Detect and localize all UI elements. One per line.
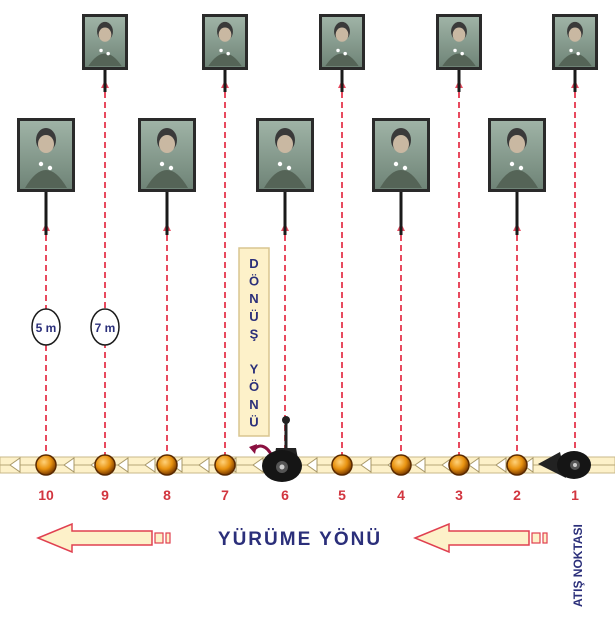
walking-direction-label: YÜRÜME YÖNÜ — [218, 529, 382, 550]
station-marker — [156, 454, 178, 476]
turn-direction-letter: Ö — [249, 379, 259, 394]
station-marker — [94, 454, 116, 476]
station-marker — [331, 454, 353, 476]
turn-direction-letter: D — [249, 256, 258, 271]
station-marker — [35, 454, 57, 476]
turn-direction-letter: Ş — [250, 326, 259, 341]
track-chevron — [198, 457, 210, 473]
station-marker — [506, 454, 528, 476]
target-photo-icon — [436, 14, 482, 70]
distance-oval — [31, 308, 61, 346]
turn-direction-letter: N — [249, 397, 258, 412]
target-photo-icon — [319, 14, 365, 70]
track-chevron — [414, 457, 426, 473]
distance-label: 7 m — [95, 321, 116, 335]
station-marker — [390, 454, 412, 476]
station-number: 3 — [455, 487, 463, 503]
track-chevron — [144, 457, 156, 473]
turn-direction-letter: Ö — [249, 274, 259, 289]
target-photo-icon — [17, 118, 75, 192]
track-chevron — [117, 457, 129, 473]
station-number: 10 — [38, 487, 54, 503]
turn-direction-letter: Ü — [249, 309, 258, 324]
walking-arrow-right-icon — [413, 522, 548, 554]
target-photo-icon — [202, 14, 248, 70]
turn-arrowhead-icon — [249, 444, 257, 454]
distance-oval — [90, 308, 120, 346]
station-number: 5 — [338, 487, 346, 503]
station-number: 1 — [571, 487, 579, 503]
track-chevron — [360, 457, 372, 473]
station-marker — [448, 454, 470, 476]
firing-point-label: ATIŞ NOKTASI — [571, 524, 585, 607]
walking-arrow-left-icon — [36, 522, 171, 554]
track-chevron — [63, 457, 75, 473]
station-number: 9 — [101, 487, 109, 503]
track-chevron — [495, 457, 507, 473]
station-number: 7 — [221, 487, 229, 503]
target-photo-icon — [552, 14, 598, 70]
turn-direction-letter: Y — [250, 362, 259, 377]
station-number: 2 — [513, 487, 521, 503]
target-photo-icon — [256, 118, 314, 192]
distance-label: 5 m — [36, 321, 57, 335]
station-marker — [214, 454, 236, 476]
target-photo-icon — [372, 118, 430, 192]
target-photo-icon — [138, 118, 196, 192]
target-photo-icon — [488, 118, 546, 192]
track-chevron — [522, 457, 534, 473]
turn-direction-letter: N — [249, 291, 258, 306]
station-number: 4 — [397, 487, 405, 503]
track-chevron — [9, 457, 21, 473]
track-chevron — [468, 457, 480, 473]
camera-icon — [538, 451, 591, 479]
tripod-camera-icon — [262, 416, 302, 482]
turn-direction-letter: Ü — [249, 414, 258, 429]
station-number: 8 — [163, 487, 171, 503]
track-chevron — [306, 457, 318, 473]
target-photo-icon — [82, 14, 128, 70]
station-number: 6 — [281, 487, 289, 503]
